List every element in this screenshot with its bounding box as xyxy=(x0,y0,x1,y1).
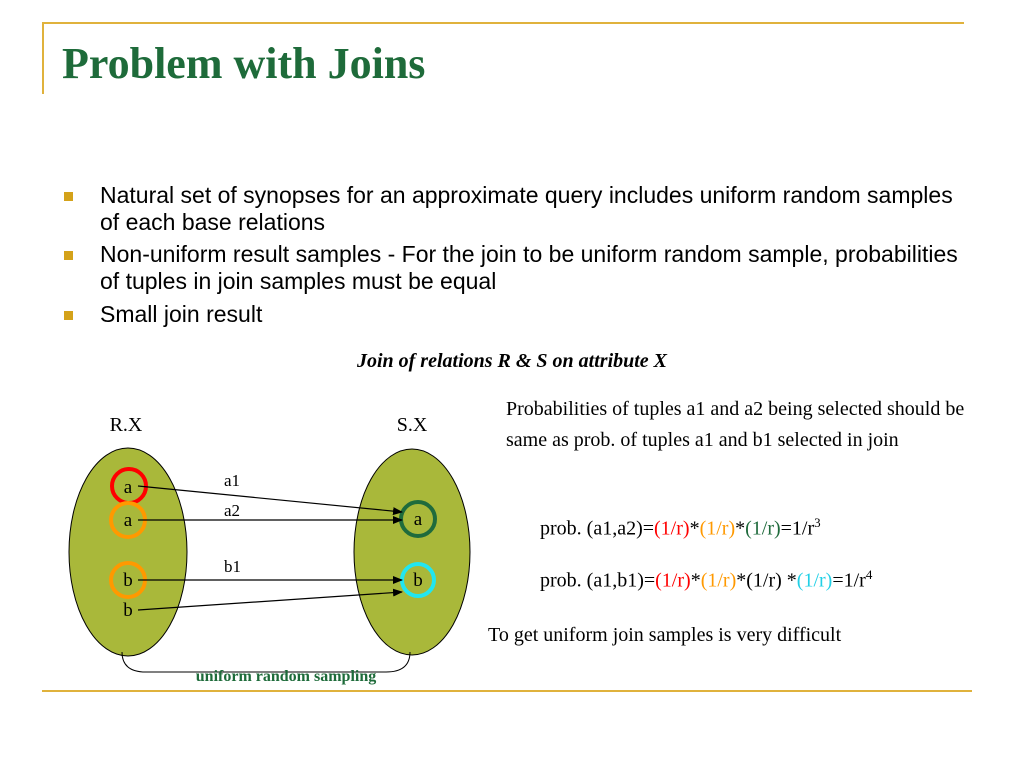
bullet-square-icon xyxy=(64,192,73,201)
formula-term-orange: (1/r) xyxy=(699,517,736,540)
bullet-square-icon xyxy=(64,310,73,320)
r-value: a xyxy=(124,477,133,498)
sampling-brace xyxy=(121,651,411,673)
edge-label: a2 xyxy=(224,501,240,520)
edge-label: b1 xyxy=(224,557,241,576)
formula-result: =1/r xyxy=(832,569,866,592)
bullet-item: Natural set of synopses for an approxima… xyxy=(62,182,962,235)
bullet-item: Small join result xyxy=(62,301,962,328)
formula-exponent: 3 xyxy=(814,515,821,530)
formula-operator: * xyxy=(689,517,700,540)
formula-term-plain: (1/r) * xyxy=(746,569,797,592)
formula-a1-a2: prob. (a1,a2)=(1/r)*(1/r)*(1/r)=1/r3 xyxy=(540,515,821,541)
brace-label: uniform random sampling xyxy=(196,668,376,685)
bullet-text: Small join result xyxy=(100,300,263,327)
formula-term-red: (1/r) xyxy=(654,517,690,540)
edge-label: a1 xyxy=(224,471,240,490)
bullet-list: Natural set of synopses for an approxima… xyxy=(62,182,962,333)
bullet-text: Natural set of synopses for an approxima… xyxy=(100,182,953,235)
r-value: b xyxy=(123,600,133,621)
relation-r-ellipse xyxy=(68,447,188,657)
s-value: a xyxy=(414,509,423,530)
formula-exponent: 4 xyxy=(865,567,873,582)
formula-term-green: (1/r) xyxy=(745,517,781,540)
formula-result: =1/r xyxy=(780,517,815,540)
slide-title: Problem with Joins xyxy=(62,39,426,88)
relation-s-ellipse xyxy=(353,448,471,656)
formula-operator: * xyxy=(736,569,747,592)
formula-prefix: prob. (a1,b1)= xyxy=(540,569,656,592)
r-x-label: R.X xyxy=(110,414,143,436)
s-x-label: S.X xyxy=(397,414,428,436)
bullet-text: Non-uniform result samples - For the joi… xyxy=(100,241,958,295)
r-value: b xyxy=(123,570,133,591)
join-arrow-b2 xyxy=(137,588,403,611)
left-rule xyxy=(42,22,44,94)
bottom-rule xyxy=(42,690,972,692)
diagram-caption: Join of relations R & S on attribute X xyxy=(356,350,668,372)
join-arrow-a1 xyxy=(137,485,403,516)
conclusion-text: To get uniform join samples is very diff… xyxy=(488,624,842,646)
formula-term-red: (1/r) xyxy=(655,569,691,592)
bullet-square-icon xyxy=(64,251,73,261)
formula-operator: * xyxy=(690,569,701,592)
formula-operator: * xyxy=(735,517,746,540)
formula-term-cyan: (1/r) xyxy=(796,569,833,592)
formula-prefix: prob. (a1,a2)= xyxy=(540,517,655,540)
formula-term-orange: (1/r) xyxy=(700,569,737,592)
top-rule xyxy=(42,22,964,24)
formula-a1-b1: prob. (a1,b1)=(1/r)*(1/r)*(1/r) *(1/r)=1… xyxy=(540,567,872,593)
probability-note: Probabilities of tuples a1 and a2 being … xyxy=(506,398,965,451)
r-value: a xyxy=(124,510,133,531)
bullet-item: Non-uniform result samples - For the joi… xyxy=(62,241,962,294)
s-value: b xyxy=(413,570,423,591)
